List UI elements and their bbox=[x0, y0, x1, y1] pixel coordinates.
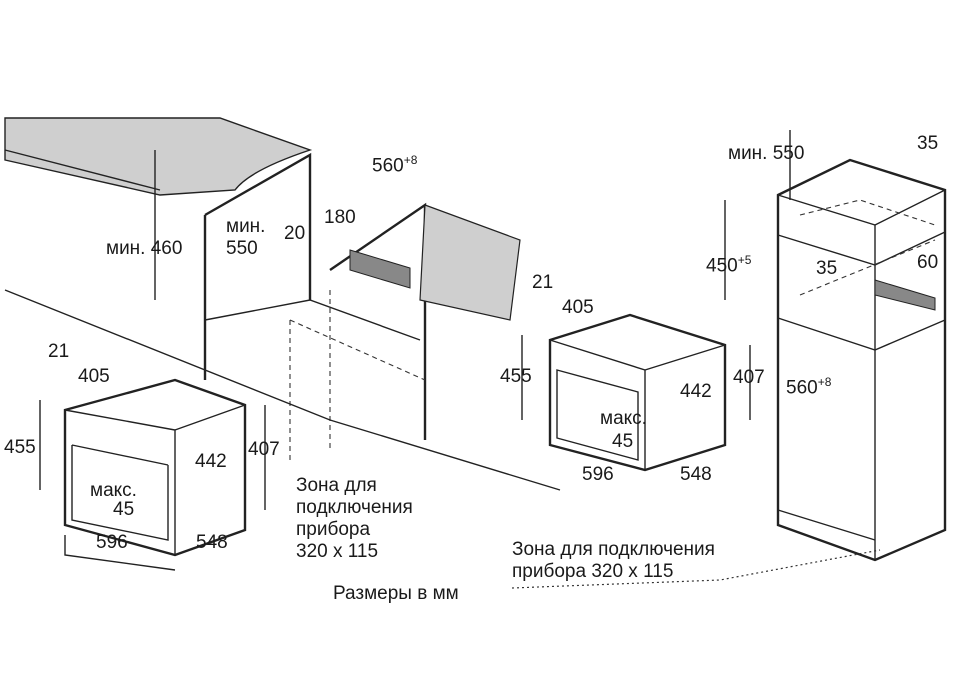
value: 560 bbox=[372, 155, 404, 177]
connection-zone-right bbox=[874, 279, 936, 311]
tolerance: +5 bbox=[737, 253, 752, 267]
dim-405: 405 bbox=[78, 366, 110, 387]
right-dim-35: 35 bbox=[816, 258, 838, 279]
zone-line-3: прибора bbox=[296, 519, 371, 540]
tall-cabinet bbox=[776, 158, 947, 562]
right-dim-60: 60 bbox=[917, 252, 939, 273]
right-dim-35-top: 35 bbox=[917, 133, 939, 154]
label-max: макс. bbox=[90, 480, 137, 501]
right-dim-450: 450+5 bbox=[706, 250, 751, 276]
mid-label-max: макс. bbox=[600, 408, 647, 429]
mid-dim-407: 407 bbox=[733, 367, 765, 388]
value: 450 bbox=[706, 255, 738, 277]
oven-middle bbox=[548, 313, 727, 472]
connection-zone-left bbox=[349, 249, 411, 289]
mid-zone-line-2: прибора 320 x 115 bbox=[512, 561, 674, 582]
dim-45: 45 bbox=[113, 499, 135, 520]
oven-left bbox=[63, 378, 247, 557]
mid-dim-596: 596 bbox=[582, 464, 614, 485]
dim-455: 455 bbox=[4, 437, 36, 458]
tolerance: +8 bbox=[817, 375, 832, 389]
zone-line-1: Зона для bbox=[296, 475, 377, 496]
right-counter bbox=[419, 204, 521, 321]
dim-21: 21 bbox=[48, 341, 70, 362]
units-note: Размеры в мм bbox=[333, 583, 459, 604]
dim-180: 180 bbox=[324, 207, 356, 228]
right-dim-560: 560+8 bbox=[786, 372, 831, 398]
dim-20: 20 bbox=[284, 223, 306, 244]
mid-zone-line-1: Зона для подключения bbox=[512, 539, 715, 560]
mid-dim-442: 442 bbox=[680, 381, 712, 402]
dim-min-460: мин. 460 bbox=[106, 238, 183, 259]
zone-line-2: подключения bbox=[296, 497, 413, 518]
mid-dim-455: 455 bbox=[500, 366, 532, 387]
right-dim-min-550: мин. 550 bbox=[728, 143, 805, 164]
dim-442: 442 bbox=[195, 451, 227, 472]
value: 560 bbox=[786, 377, 818, 399]
mid-dim-405: 405 bbox=[562, 297, 594, 318]
dim-550: 550 bbox=[226, 238, 258, 259]
dim-niche-width: 560+8 bbox=[372, 150, 417, 176]
mid-dim-45: 45 bbox=[612, 431, 634, 452]
dim-548: 548 bbox=[196, 532, 228, 553]
label-min: мин. bbox=[226, 216, 266, 237]
mid-dim-548: 548 bbox=[680, 464, 712, 485]
countertop bbox=[4, 117, 313, 196]
tolerance: +8 bbox=[403, 153, 418, 167]
zone-line-4: 320 x 115 bbox=[296, 541, 379, 562]
dim-407: 407 bbox=[248, 439, 280, 460]
dim-596: 596 bbox=[96, 532, 128, 553]
mid-dim-21: 21 bbox=[532, 272, 554, 293]
